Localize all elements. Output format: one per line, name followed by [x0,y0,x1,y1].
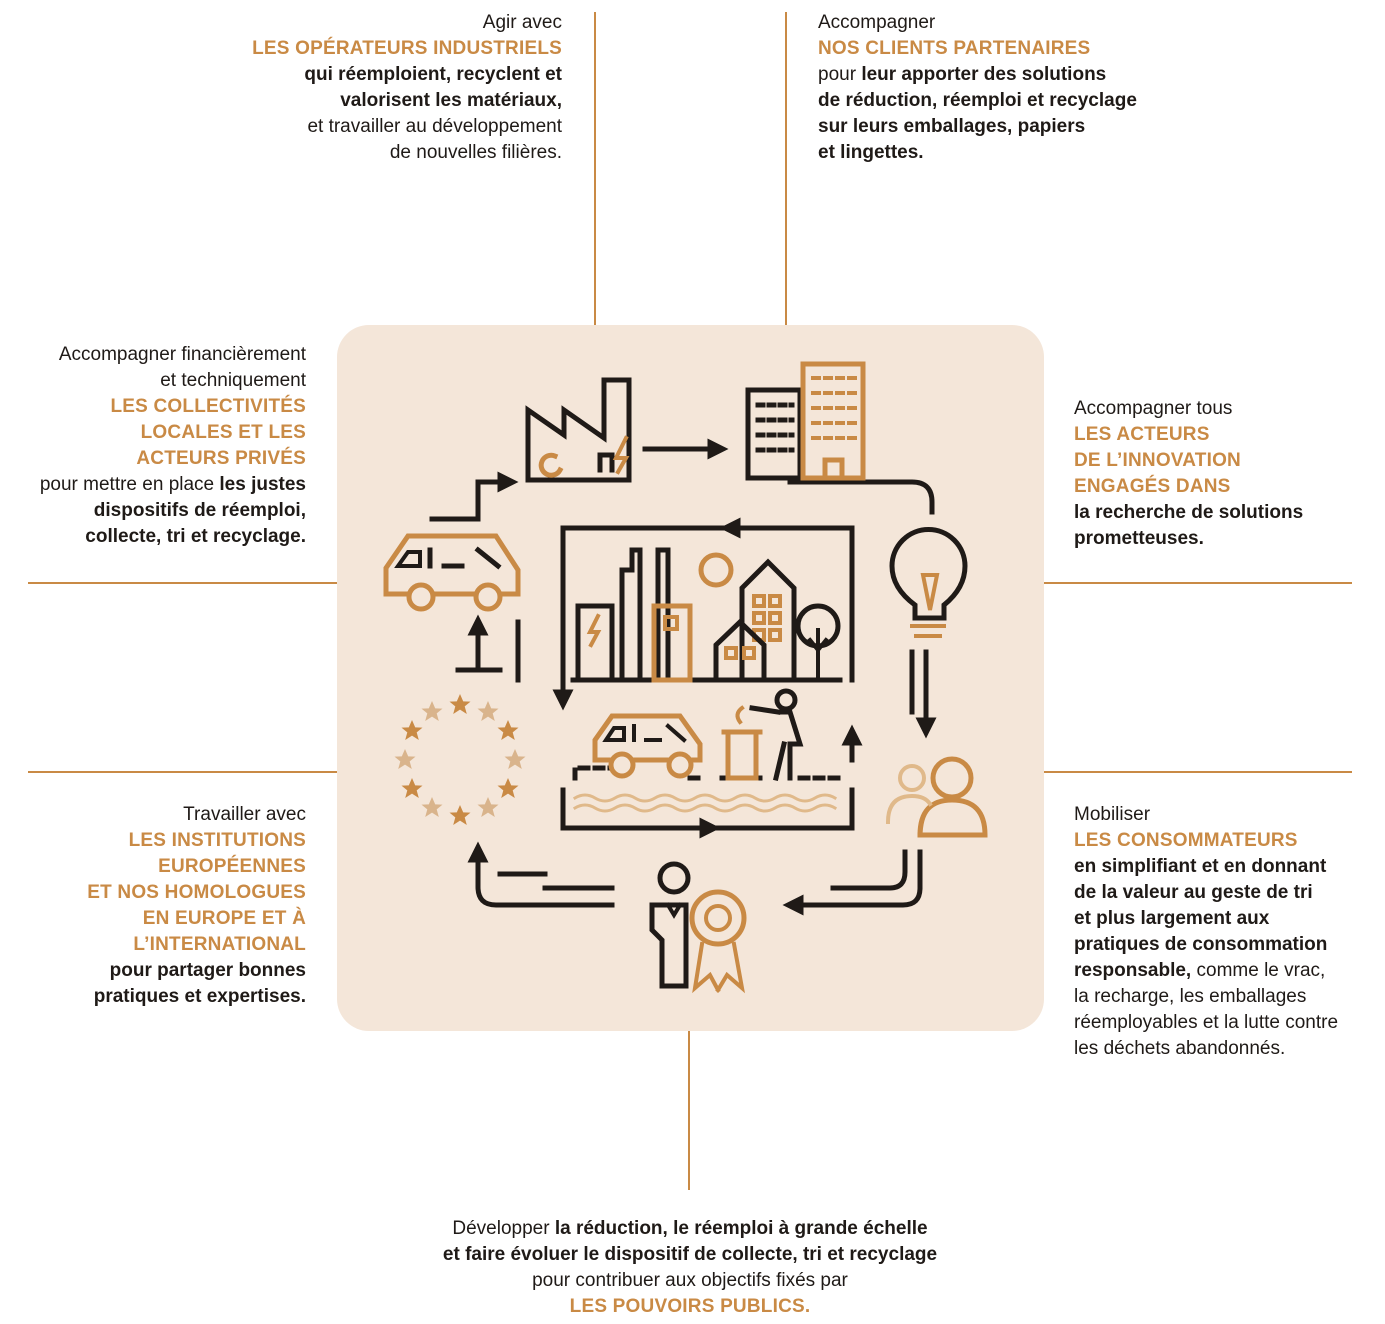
collectivities-title2: LOCALES ET LES [140,422,306,443]
lightbulb-icon [889,527,968,638]
innovation-bold1: la recherche de solutions [1074,502,1304,523]
clients-bold2: de réduction, réemploi et recyclage [818,90,1137,111]
collectivities-pre: pour mettre en place [39,474,220,495]
consumers-icon [885,756,988,838]
consumers-title: LES CONSOMMATEURS [1074,830,1298,851]
arrow-van-to-factory [429,471,519,522]
institutions-title1: LES INSTITUTIONS [128,830,306,851]
clients-title: NOS CLIENTS PARTENAIRES [818,38,1091,59]
clients-bold3: sur leurs emballages, papiers [818,116,1086,137]
consumers-bold2: de la valeur au geste de tri [1074,882,1313,903]
leader-clients [785,12,787,355]
collectivities-intro2: et techniquement [160,370,306,391]
operators-bold1: qui réemploient, recyclent et [304,64,562,85]
operators-bold2: valorisent les matériaux, [340,90,562,111]
innovation-title1: LES ACTEURS [1074,424,1210,445]
block-authorities: Développer la réduction, le réemploi à g… [340,1216,1040,1320]
consumers-bold3: et plus largement aux [1074,908,1270,929]
collectivities-bold1: les justes [219,474,306,495]
consumers-text5: comme le vrac, [1191,960,1326,981]
authorities-pre: Développer [452,1218,555,1239]
clients-bold1: leur apporter des solutions [861,64,1107,85]
leader-consumers [1015,771,1352,773]
block-clients: Accompagner NOS CLIENTS PARTENAIRES pour… [818,10,1198,166]
institutions-title3: ET NOS HOMOLOGUES [87,882,306,903]
collectivities-title1: LES COLLECTIVITÉS [110,396,306,417]
consumers-text6: la recharge, les emballages [1074,986,1307,1007]
clients-bold4: et lingettes. [818,142,924,163]
institutions-bold1: pour partager bonnes [109,960,306,981]
block-consumers: Mobiliser LES CONSOMMATEURS en simplifia… [1074,802,1379,1062]
office-building-icon [745,361,866,481]
van-icon [383,533,521,612]
collectivities-title3: ACTEURS PRIVÉS [136,448,306,469]
city-scene-icon [552,517,863,839]
innovation-bold2: prometteuses. [1074,528,1204,549]
cycle-arrows [429,438,937,916]
factory-icon [525,377,632,483]
block-institutions: Travailler avec LES INSTITUTIONS EUROPÉE… [10,802,306,1010]
block-operators: Agir avec LES OPÉRATEURS INDUSTRIELS qui… [180,10,562,166]
leader-operators [594,12,596,355]
operators-title: LES OPÉRATEURS INDUSTRIELS [252,38,562,59]
authorities-bold1: la réduction, le réemploi à grande échel… [554,1218,928,1239]
institutions-title2: EUROPÉENNES [158,856,306,877]
collectivities-bold3: collecte, tri et recyclage. [85,526,306,547]
consumers-bold4: pratiques de consommation [1074,934,1328,955]
arrow-award-to-eu [467,841,615,908]
institutions-intro: Travailler avec [183,804,306,825]
authorities-title: LES POUVOIRS PUBLICS. [569,1296,811,1317]
block-collectivities: Accompagner financièrement et techniquem… [10,342,306,550]
innovation-title2: DE L’INNOVATION [1074,450,1241,471]
institutions-bold2: pratiques et expertises. [93,986,306,1007]
leader-collectivities [28,582,368,584]
leader-institutions [28,771,368,773]
institutions-title5: L’INTERNATIONAL [133,934,306,955]
innovation-intro: Accompagner tous [1074,398,1233,419]
institutions-title4: EN EUROPE ET À [142,908,306,929]
consumers-text8: les déchets abandonnés. [1074,1038,1286,1059]
arrow-building-to-bulb [787,479,935,515]
operators-intro: Agir avec [482,12,562,33]
eu-stars-icon [394,694,526,825]
authorities-bold2: et faire évoluer le dispositif de collec… [442,1244,938,1265]
consumers-bold1: en simplifiant et en donnant [1074,856,1327,877]
innovation-title3: ENGAGÉS DANS [1074,476,1231,497]
collectivities-intro1: Accompagner financièrement [58,344,306,365]
collectivities-bold2: dispositifs de réemploi, [93,500,306,521]
arrow-people-to-award [782,849,923,916]
consumers-text7: réemployables et la lutte contre [1074,1012,1339,1033]
consumers-intro: Mobiliser [1074,804,1151,825]
block-innovation: Accompagner tous LES ACTEURS DE L’INNOVA… [1074,396,1374,552]
operators-text2: de nouvelles filières. [389,142,562,163]
operators-text1: et travailler au développement [307,116,562,137]
authorities-text3: pour contribuer aux objectifs fixés par [532,1270,848,1291]
leader-innovation [1015,582,1352,584]
clients-pre: pour [818,64,862,85]
leader-authorities [688,1000,690,1190]
clients-intro: Accompagner [818,12,936,33]
consumers-bold5: responsable, [1074,960,1192,981]
award-person-icon [649,861,747,994]
